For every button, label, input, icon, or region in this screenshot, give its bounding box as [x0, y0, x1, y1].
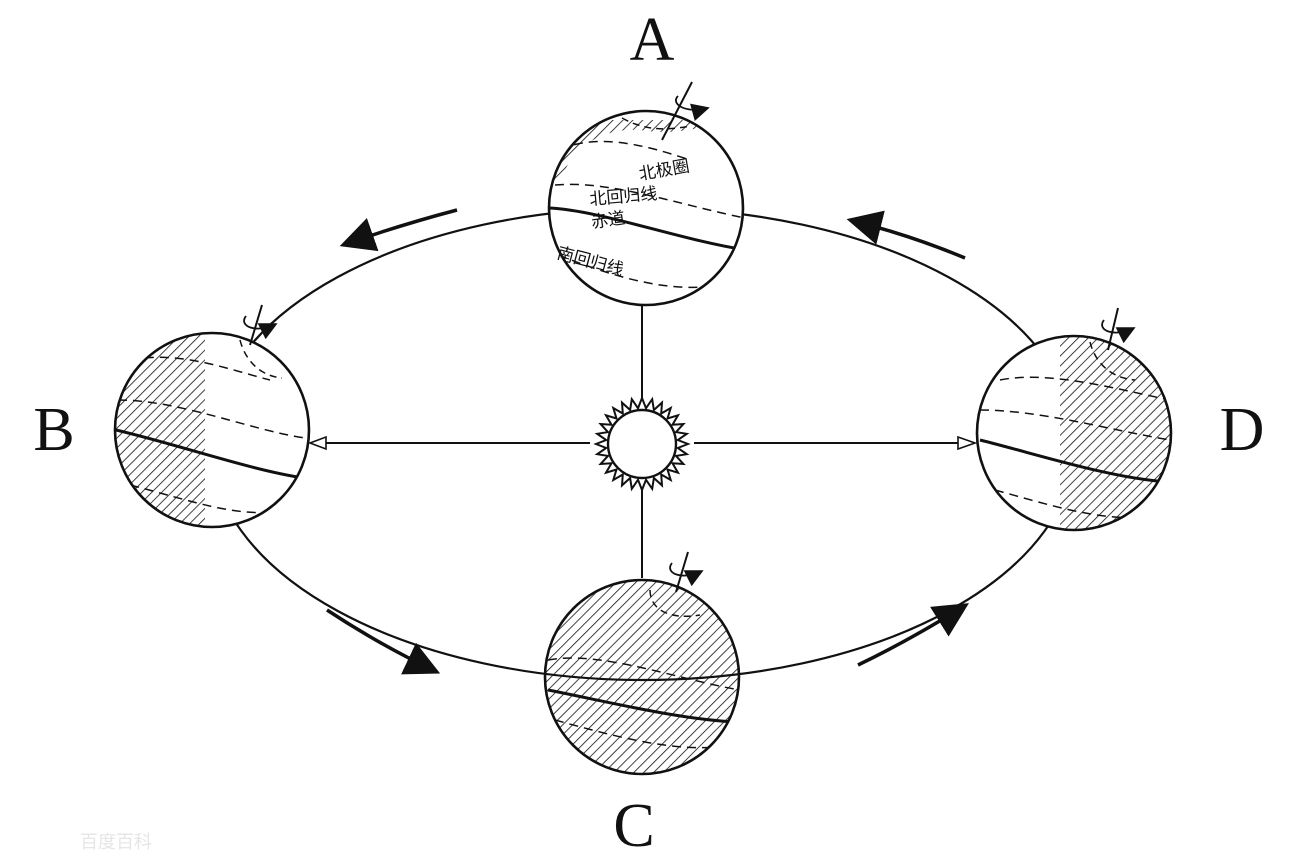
position-label-d: D — [1220, 396, 1265, 464]
earth-globe-b — [113, 304, 311, 529]
globe-a-axis — [661, 81, 693, 141]
orbit-arrow-top-right — [846, 210, 966, 260]
position-label-a: A — [630, 6, 675, 74]
globe-b-axis — [249, 304, 263, 346]
ray-to-b-arrowhead — [307, 435, 327, 451]
label-equator: 赤道 — [590, 208, 626, 233]
globe-d-axis — [1107, 307, 1119, 351]
sun-disk — [606, 408, 678, 480]
globe-b-rotation-icon — [243, 315, 278, 340]
orbit-arrow-bottom-right — [857, 603, 969, 667]
sun — [593, 395, 691, 493]
earth-globe-a: 北极圈 北回归线 赤道 南回归线 — [547, 81, 745, 307]
ray-to-d-arrowhead — [957, 435, 978, 451]
earth-globe-c — [543, 551, 741, 776]
globe-a-rotation-icon — [675, 95, 710, 121]
globe-d-rotation-icon — [1101, 319, 1136, 344]
orbit-direction-arrows — [326, 208, 969, 675]
watermark-text: 百度百科 — [80, 832, 152, 852]
globe-a-polar-shade — [549, 120, 720, 190]
sun-rays — [307, 257, 978, 578]
globe-c-rotation-icon — [669, 562, 704, 587]
orbit-arrow-top-left — [339, 208, 458, 252]
position-label-b: B — [33, 396, 74, 464]
orbit-arrow-bottom-left — [326, 608, 441, 675]
globe-b-night-shade — [115, 333, 205, 527]
earth-globe-d — [975, 307, 1173, 532]
position-label-c: C — [613, 792, 654, 852]
globe-d-night-shade — [1060, 336, 1171, 530]
globe-c-axis — [675, 551, 689, 593]
